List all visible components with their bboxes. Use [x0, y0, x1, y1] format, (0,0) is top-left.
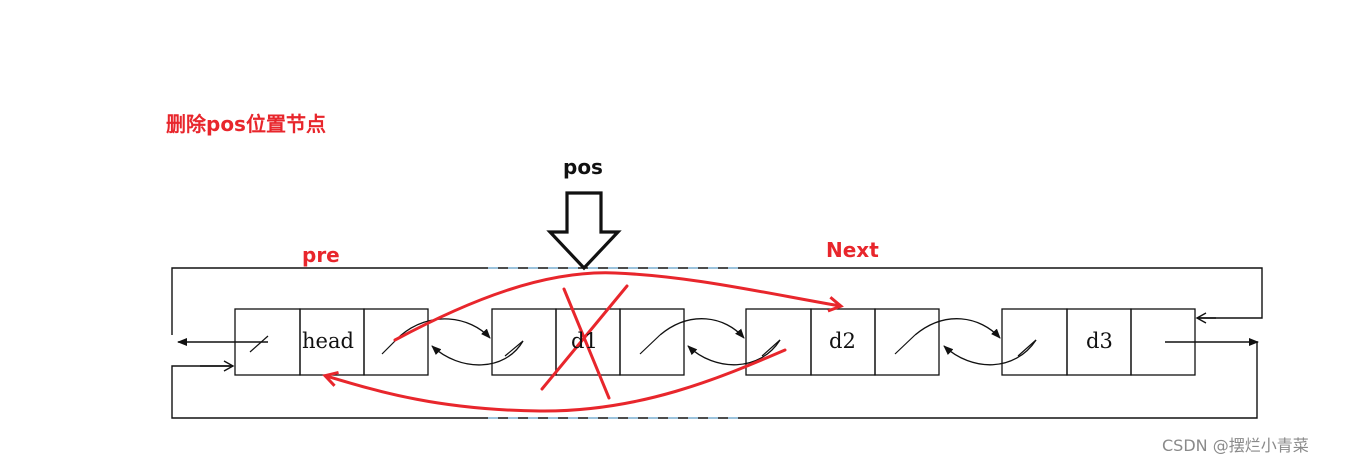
node-d1	[491, 308, 685, 376]
red-annotations	[322, 271, 844, 413]
double-links	[399, 318, 1037, 366]
node-label-d3: d3	[1086, 329, 1113, 353]
node-label-d2: d2	[829, 329, 856, 353]
d1-faded-outline	[488, 267, 740, 419]
pre-label: pre	[302, 243, 340, 267]
circular-frame	[171, 267, 1263, 419]
pos-arrow-icon	[546, 191, 622, 271]
pos-label: pos	[563, 155, 603, 179]
node-head	[234, 308, 429, 376]
watermark: CSDN @摆烂小青菜	[1162, 436, 1309, 455]
node-label-d1: d1	[571, 329, 598, 353]
page-title: 删除pos位置节点	[166, 112, 326, 136]
node-d3	[1001, 308, 1196, 376]
node-label-head: head	[302, 329, 354, 353]
next-label: Next	[826, 238, 879, 262]
